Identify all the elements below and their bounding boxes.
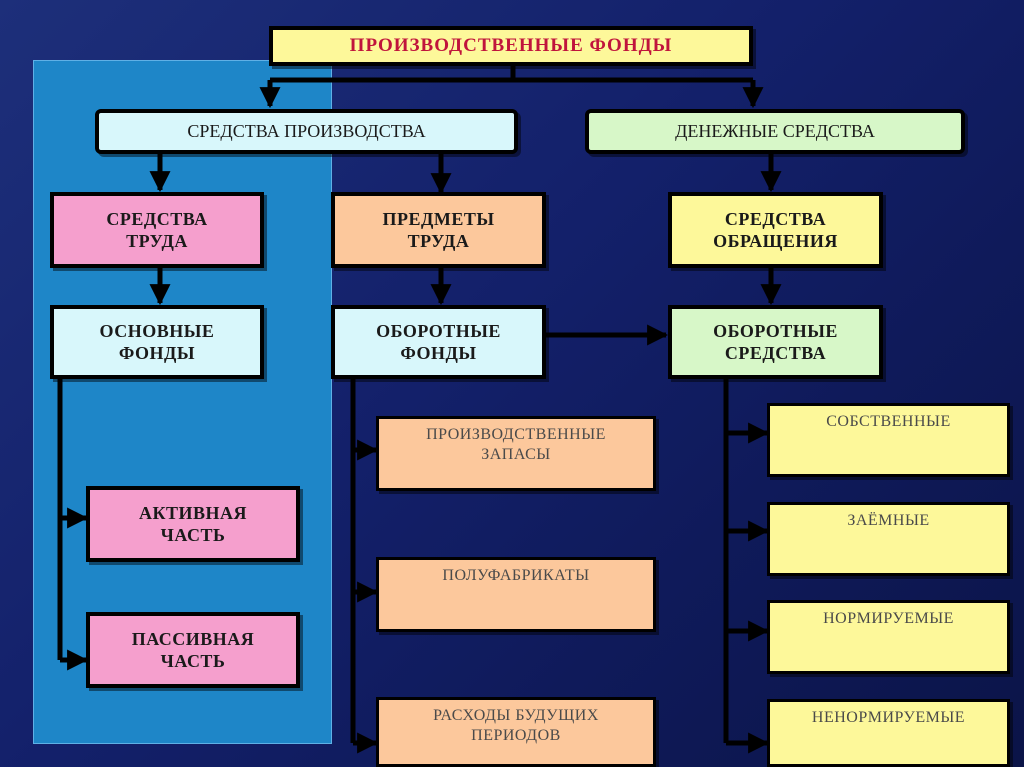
node-label: ЗАЁМНЫЕ <box>847 512 930 529</box>
node-label: РАСХОДЫ БУДУЩИХ ПЕРИОДОВ <box>433 707 599 744</box>
node-semi-finished: ПОЛУФАБРИКАТЫ <box>376 557 656 632</box>
node-label: НЕНОРМИРУЕМЫЕ <box>811 709 966 726</box>
node-label: ПОЛУФАБРИКАТЫ <box>442 567 590 584</box>
node-active-part: АКТИВНАЯ ЧАСТЬ <box>86 486 300 562</box>
node-objects-of-labour: ПРЕДМЕТЫ ТРУДА <box>331 192 546 268</box>
node-label: СРЕДСТВА ОБРАЩЕНИЯ <box>713 208 838 252</box>
node-label: ПАССИВНАЯ ЧАСТЬ <box>131 628 255 672</box>
node-label: СРЕДСТВА ПРОИЗВОДСТВА <box>187 121 426 142</box>
node-circulation-funds: СРЕДСТВА ОБРАЩЕНИЯ <box>668 192 883 268</box>
node-monetary-funds: ДЕНЕЖНЫЕ СРЕДСТВА <box>585 109 965 154</box>
node-label: ОСНОВНЫЕ ФОНДЫ <box>99 320 215 364</box>
node-working-funds: ОБОРОТНЫЕ ФОНДЫ <box>331 305 546 379</box>
node-passive-part: ПАССИВНАЯ ЧАСТЬ <box>86 612 300 688</box>
node-borrowed: ЗАЁМНЫЕ <box>767 502 1010 576</box>
node-working-capital: ОБОРОТНЫЕ СРЕДСТВА <box>668 305 883 379</box>
node-label: АКТИВНАЯ ЧАСТЬ <box>138 502 248 546</box>
node-label: НОРМИРУЕМЫЕ <box>823 610 954 627</box>
node-label: ПРОИЗВОДСТВЕННЫЕ ФОНДЫ <box>349 35 673 57</box>
node-non-normalized: НЕНОРМИРУЕМЫЕ <box>767 699 1010 767</box>
node-means-of-labour: СРЕДСТВА ТРУДА <box>50 192 264 268</box>
node-means-of-production: СРЕДСТВА ПРОИЗВОДСТВА <box>95 109 518 154</box>
node-normalized: НОРМИРУЕМЫЕ <box>767 600 1010 674</box>
node-label: СОБСТВЕННЫЕ <box>826 413 951 430</box>
node-label: ДЕНЕЖНЫЕ СРЕДСТВА <box>675 121 875 142</box>
node-label: ПРЕДМЕТЫ ТРУДА <box>382 208 495 252</box>
node-own: СОБСТВЕННЫЕ <box>767 403 1010 477</box>
node-label: ОБОРОТНЫЕ ФОНДЫ <box>376 320 501 364</box>
node-production-funds: ПРОИЗВОДСТВЕННЫЕ ФОНДЫ <box>269 26 753 66</box>
node-label: ПРОИЗВОДСТВЕННЫЕ ЗАПАСЫ <box>426 426 606 463</box>
node-label: ОБОРОТНЫЕ СРЕДСТВА <box>713 320 838 364</box>
node-label: СРЕДСТВА ТРУДА <box>106 208 208 252</box>
node-fixed-funds: ОСНОВНЫЕ ФОНДЫ <box>50 305 264 379</box>
node-production-stocks: ПРОИЗВОДСТВЕННЫЕ ЗАПАСЫ <box>376 416 656 491</box>
node-deferred-expenses: РАСХОДЫ БУДУЩИХ ПЕРИОДОВ <box>376 697 656 767</box>
